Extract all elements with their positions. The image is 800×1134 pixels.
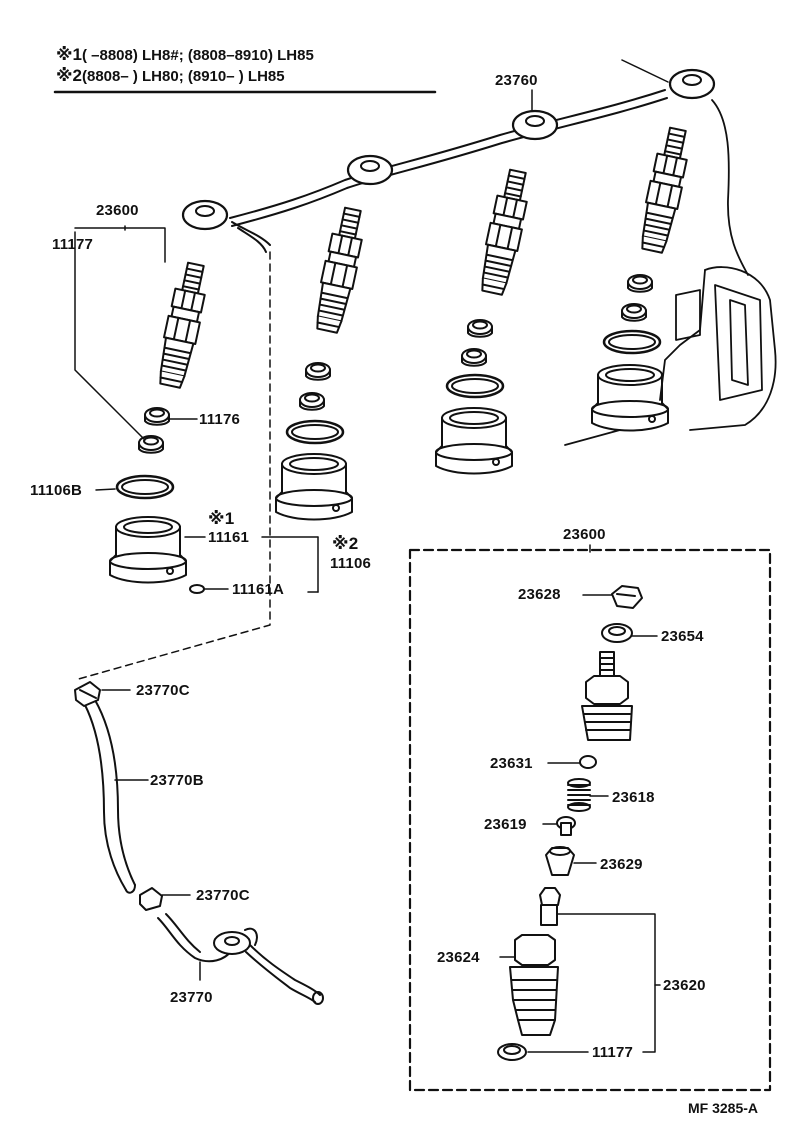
injector-1 [153,260,213,390]
note-2-text: (8808– ) LH80; (8910– ) LH85 [81,68,285,85]
callout-23631: 23631 [490,755,533,772]
callout-11177-box: 11177 [592,1044,634,1061]
callout-23600-top: 23600 [96,202,139,219]
callout-23770B: 23770B [150,772,204,789]
callout-23629: 23629 [600,856,643,873]
ring-11106B [115,474,175,500]
callout-23770C-top: 23770C [136,682,190,699]
note-1: ※1( –8808) LH8#; (8808–8910) LH85 [56,46,314,63]
note-2: ※2(8808– ) LH80; (8910– ) LH85 [56,67,285,84]
left-leaders [74,225,319,593]
injector-4 [635,125,695,255]
cylinder-head-outline [564,99,777,446]
injector-exploded-parts [497,585,643,1061]
seat-11161 [109,516,187,584]
note-1-mark: ※1 [56,45,82,64]
callout-23619: 23619 [484,816,527,833]
injector-3 [475,167,535,297]
leak-pipe-23760 [181,68,716,253]
note-2-mark: ※2 [56,66,82,85]
callout-23628: 23628 [518,586,561,603]
washer-11176 [144,407,170,426]
callout-11106: 11106 [330,555,372,572]
injector-2 [310,205,370,335]
callout-mark-2: ※2 [332,534,359,553]
leak-hose-assembly [74,681,324,1005]
callout-11161A: 11161A [232,581,285,598]
pin-11161A [189,584,205,594]
callout-11177-top: 11177 [52,236,94,253]
callout-11106B: 11106B [30,482,83,499]
figure-reference: MF 3285-A [688,1100,759,1116]
callout-23600-box: 23600 [563,526,606,543]
callout-23624: 23624 [437,949,480,966]
exploded-box [408,548,772,1092]
callout-23770: 23770 [170,989,213,1006]
callout-23770C-bottom: 23770C [196,887,250,904]
box-leaders [499,594,661,1053]
callout-11176: 11176 [199,411,241,428]
callout-23620: 23620 [663,977,706,994]
callout-23760: 23760 [495,72,538,89]
note-1-text: ( –8808) LH8#; (8808–8910) LH85 [81,47,314,64]
callout-23654: 23654 [661,628,704,645]
callout-11161: 11161 [208,529,250,546]
callout-23618: 23618 [612,789,655,806]
callout-mark-1: ※1 [208,509,235,528]
